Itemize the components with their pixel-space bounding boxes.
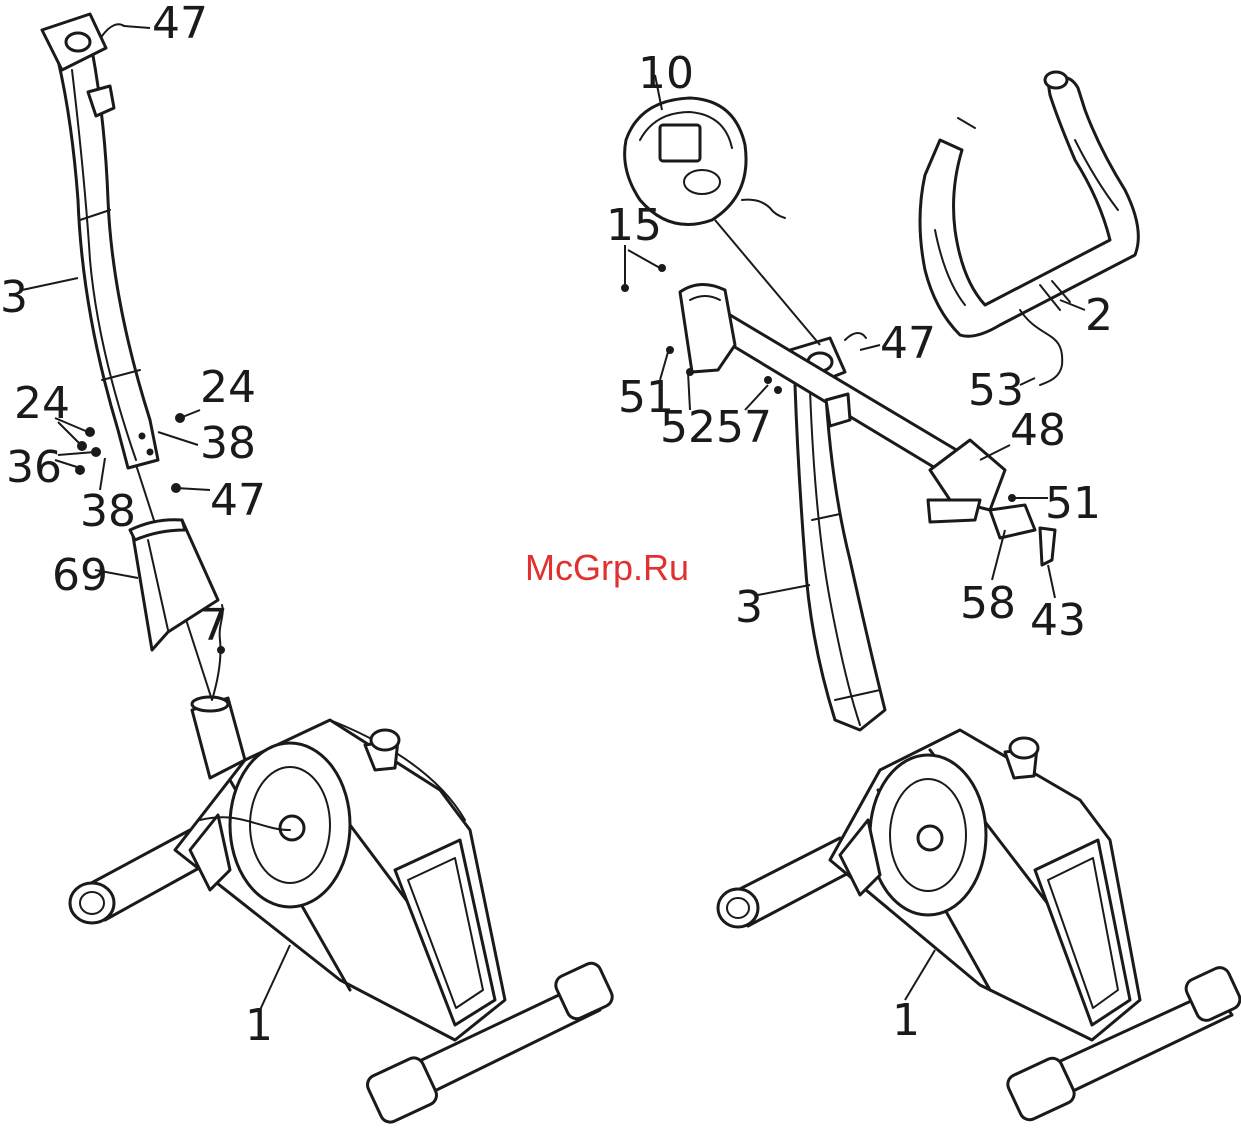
- left-assembly: 47 3 24 24 38 36 38 47 69 7 1: [0, 0, 615, 1125]
- label-38-left-a: 38: [200, 418, 256, 469]
- label-52: 52: [660, 402, 716, 453]
- label-36-left: 36: [6, 442, 62, 493]
- label-51-right-b: 51: [1045, 478, 1101, 529]
- label-3-left: 3: [0, 272, 28, 323]
- label-47-top: 47: [152, 0, 208, 49]
- label-3-right: 3: [735, 582, 763, 633]
- label-58: 58: [960, 578, 1016, 629]
- label-43: 43: [1030, 595, 1086, 646]
- right-assembly: 10 15 2 47 53 51 52 57 48 51 3 58 43 1: [606, 48, 1241, 1123]
- label-57: 57: [716, 402, 772, 453]
- label-48: 48: [1010, 405, 1066, 456]
- label-24-left-a: 24: [14, 378, 70, 429]
- label-15: 15: [606, 200, 662, 251]
- label-38-left-b: 38: [80, 486, 136, 537]
- label-69: 69: [52, 550, 108, 601]
- left-frame-sleeve: [192, 697, 245, 778]
- label-1-left: 1: [245, 1000, 273, 1051]
- label-24-left-b: 24: [200, 362, 256, 413]
- label-7: 7: [200, 600, 228, 651]
- right-main-frame: [830, 730, 1140, 1040]
- label-47-right: 47: [880, 318, 936, 369]
- label-1-right: 1: [892, 995, 920, 1046]
- right-computer-bracket: [622, 265, 735, 372]
- label-47-left-b: 47: [210, 475, 266, 526]
- label-2: 2: [1085, 290, 1113, 341]
- watermark: McGrp.Ru: [525, 547, 689, 588]
- label-10: 10: [638, 48, 694, 99]
